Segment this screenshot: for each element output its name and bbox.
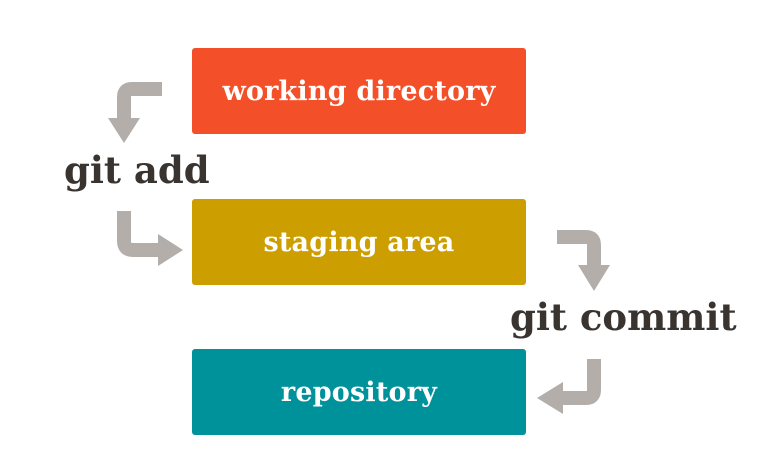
arrow-head xyxy=(537,382,563,414)
git-commit-label: git commit xyxy=(510,295,737,339)
git-add-label: git add xyxy=(64,148,210,192)
arrow-shaft xyxy=(117,82,162,121)
working-directory-box: working directory xyxy=(192,48,526,134)
working-directory-label: working directory xyxy=(222,75,496,107)
arrow-head xyxy=(578,265,610,291)
repository-box: repository xyxy=(192,349,526,435)
arrow-working-to-add xyxy=(108,82,162,143)
arrow-shaft xyxy=(557,230,601,268)
staging-area-label: staging area xyxy=(263,226,455,258)
arrow-shaft xyxy=(117,211,161,257)
arrow-staging-to-commit xyxy=(557,230,610,291)
arrow-head xyxy=(108,118,140,143)
staging-area-box: staging area xyxy=(192,199,526,285)
arrow-shaft xyxy=(560,359,601,405)
arrow-commit-to-repo xyxy=(537,359,601,414)
arrow-head xyxy=(158,234,183,266)
arrow-add-to-staging xyxy=(117,211,183,266)
repository-label: repository xyxy=(280,376,438,408)
